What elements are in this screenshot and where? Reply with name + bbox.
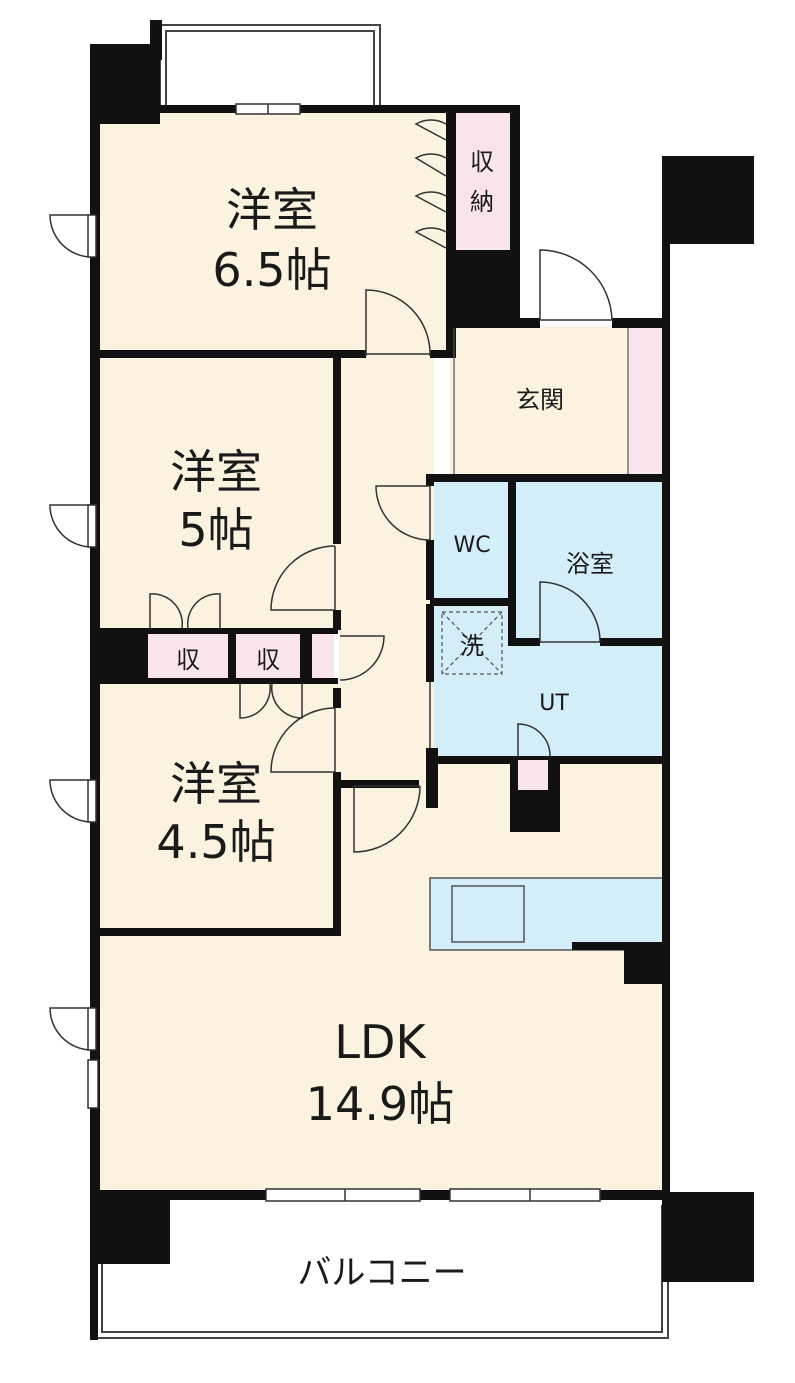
room-name-western-6-5: 洋室 (226, 183, 318, 237)
kitchen-counter (429, 877, 665, 951)
storage-large-label-2: 納 (470, 188, 494, 216)
balcony-label: バルコニー (297, 1253, 466, 1293)
room-fills (96, 112, 665, 1194)
windows (87, 103, 601, 1202)
door-swings (49, 119, 613, 1051)
room-size-western-4-5: 4.5帖 (156, 815, 275, 869)
room-wc (434, 480, 512, 604)
top-balcony-outline (159, 24, 381, 105)
hallway (339, 326, 434, 786)
wc-label: WC (453, 533, 490, 558)
walls (90, 20, 754, 1340)
room-size-western-6-5: 6.5帖 (212, 243, 331, 297)
storage-b-label: 収 (256, 646, 280, 674)
storage-c (312, 634, 334, 678)
room-ldk (96, 762, 664, 1194)
washer-label: 洗 (460, 632, 484, 660)
room-size-ldk: 14.9帖 (306, 1077, 454, 1131)
entrance-shoe-closet (628, 326, 665, 478)
storage-a (148, 634, 228, 678)
room-name-western-5: 洋室 (170, 445, 262, 499)
storage-b (236, 634, 300, 678)
utility-label: UT (539, 691, 569, 716)
room-name-western-4-5: 洋室 (170, 757, 262, 811)
washer-box (441, 611, 503, 675)
kitchen-sink (451, 885, 525, 943)
room-size-western-5: 5帖 (178, 503, 253, 557)
interior-lines (441, 328, 629, 675)
room-utility (434, 604, 664, 762)
entrance-label: 玄関 (516, 386, 564, 414)
storage-large-label-1: 収 (470, 148, 494, 176)
room-western-6-5 (96, 112, 456, 356)
storage-large (455, 112, 510, 250)
room-name-ldk: LDK (334, 1015, 427, 1069)
bathroom-label: 浴室 (566, 550, 614, 578)
room-western-5 (96, 358, 339, 630)
labels: 洋室 6.5帖 収 納 洋室 5帖 収 収 洋室 4.5帖 玄関 WC 浴室 洗… (156, 148, 614, 1293)
storage-a-label: 収 (176, 646, 200, 674)
